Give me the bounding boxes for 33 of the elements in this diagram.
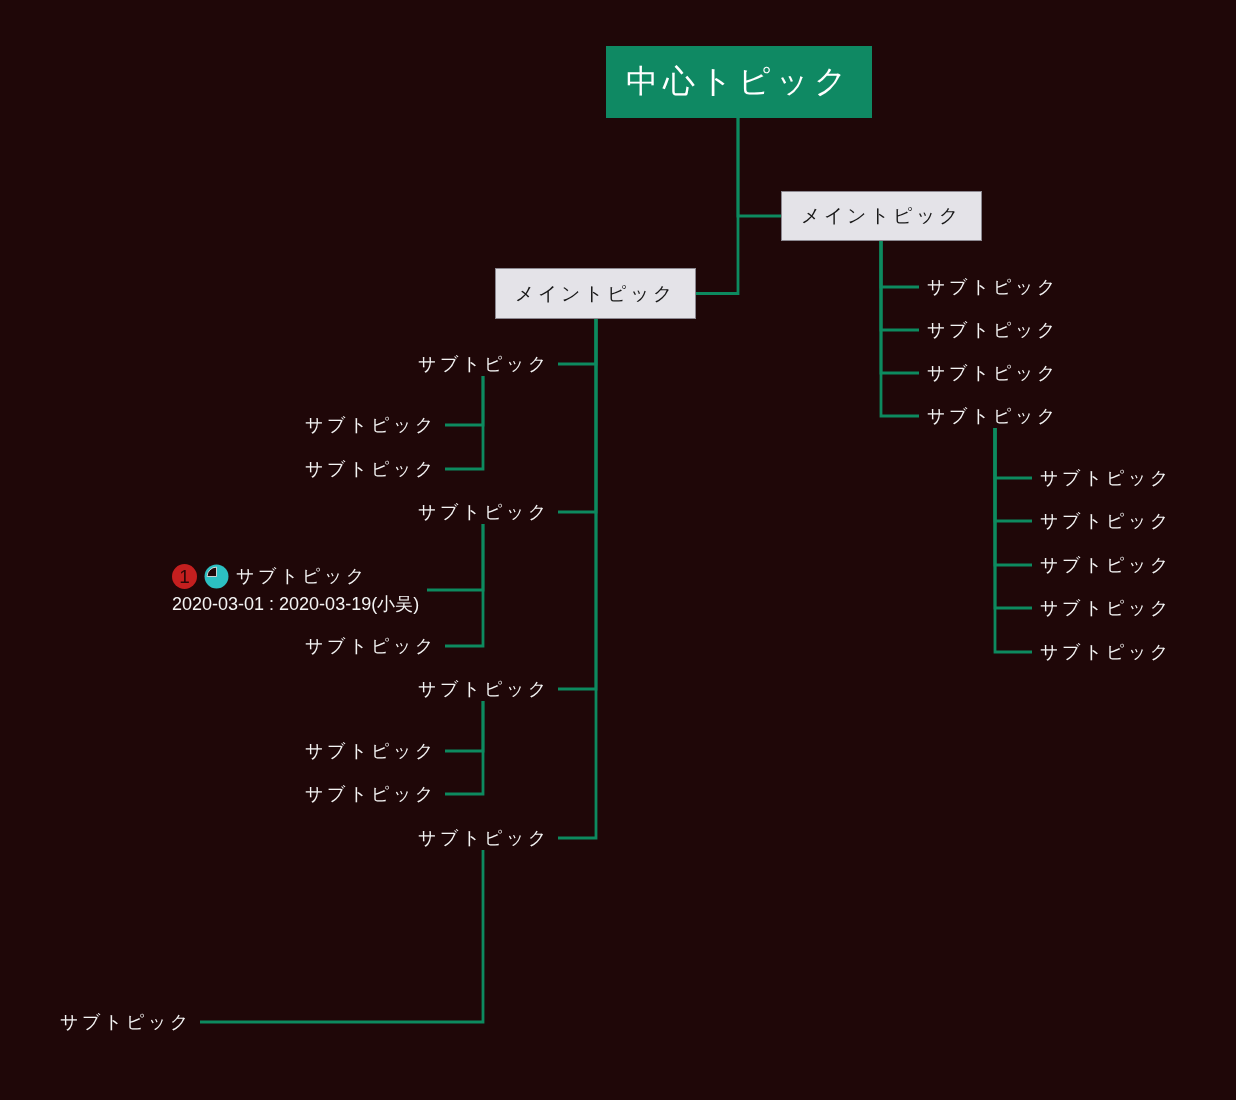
date-range-text: 2020-03-01 : 2020-03-19(小吴) bbox=[172, 593, 420, 616]
subtopic-text: サブトピック bbox=[410, 826, 558, 850]
subtopic-text: サブトピック bbox=[297, 413, 445, 437]
subtopic-text: サブトピック bbox=[410, 352, 558, 376]
connector-line bbox=[696, 118, 740, 295]
subtopic-text: サブトピック bbox=[1032, 466, 1180, 490]
central-topic-box: 中心トピック bbox=[606, 46, 872, 118]
connector-line bbox=[445, 524, 485, 648]
subtopic-text: サブトピック bbox=[297, 739, 445, 763]
subtopic-text: サブトピック bbox=[297, 457, 445, 481]
subtopic-text: サブトピック bbox=[1032, 509, 1180, 533]
connector-line bbox=[558, 319, 598, 840]
subtopic-text: サブトピック bbox=[297, 634, 445, 658]
main-topic-box: メイントピック bbox=[781, 191, 982, 241]
connector-line bbox=[993, 428, 1032, 654]
priority-badge: 1 bbox=[172, 563, 197, 589]
subtopic-text: サブトピック bbox=[1032, 553, 1180, 577]
subtopic-text: サブトピック bbox=[919, 361, 1067, 385]
connector-line bbox=[445, 701, 485, 796]
connector-line bbox=[879, 241, 919, 418]
subtopic-text: サブトピック bbox=[1032, 596, 1180, 620]
subtopic-text: サブトピック bbox=[52, 1010, 200, 1034]
subtopic-text: サブトピック bbox=[919, 404, 1067, 428]
subtopic-text: サブトピック bbox=[297, 782, 445, 806]
subtopic-text: サブトピック bbox=[919, 318, 1067, 342]
connector-line bbox=[200, 850, 485, 1024]
subtopic-text: サブトピック bbox=[410, 677, 558, 701]
subtopic-text: サブトピック bbox=[236, 564, 368, 588]
subtopic-text: サブトピック bbox=[1032, 640, 1180, 664]
subtopic-text: サブトピック bbox=[410, 500, 558, 524]
main-topic-box: メイントピック bbox=[495, 268, 696, 319]
subtopic-text: サブトピック bbox=[919, 275, 1067, 299]
connector-line bbox=[445, 376, 485, 471]
